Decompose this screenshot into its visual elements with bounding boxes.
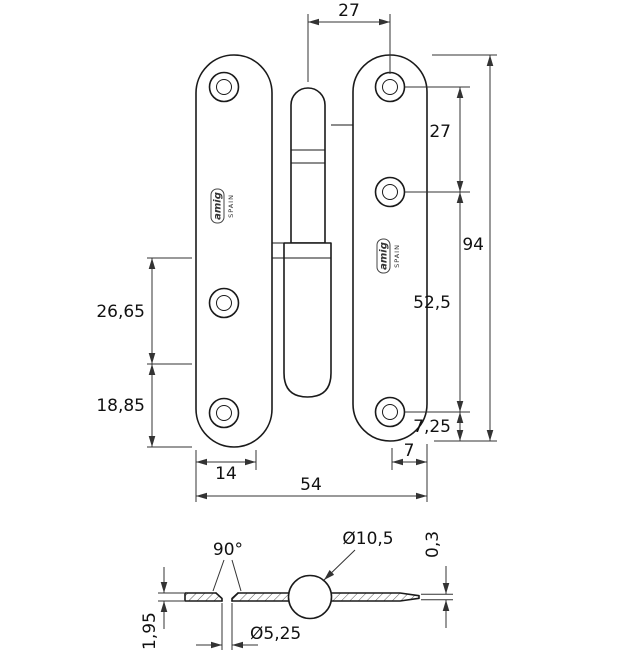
dim-label-d5-25: Ø5,25 bbox=[250, 624, 301, 644]
section-hatch-right bbox=[330, 593, 418, 601]
plate-section-outline bbox=[184, 592, 420, 602]
dim-label-1-95: 1,95 bbox=[140, 612, 160, 650]
countersink-hole-outline bbox=[215, 592, 239, 602]
left-leaf-plate bbox=[195, 54, 273, 448]
dim-countersink-angle: 90° bbox=[212, 540, 243, 592]
brand-logo-right: amig SPAIN bbox=[376, 238, 401, 274]
hinge-pin-and-barrel bbox=[272, 87, 353, 398]
dim-bottom: 14 7 54 bbox=[195, 441, 428, 502]
dim-label-0-3: 0,3 bbox=[423, 531, 443, 558]
dim-plate-thickness: 1,95 bbox=[140, 567, 184, 650]
knuckle-barrel bbox=[283, 242, 332, 398]
section-hatch-left bbox=[185, 593, 222, 601]
dim-label-7-25: 7,25 bbox=[413, 417, 451, 437]
dim-label-top-27: 27 bbox=[338, 1, 360, 21]
screw-hole bbox=[208, 287, 240, 319]
front-view: amig SPAIN amig SPAIN bbox=[195, 54, 428, 448]
screw-hole bbox=[374, 396, 406, 428]
dim-total-height-94: 94 bbox=[432, 54, 497, 442]
dim-label-14: 14 bbox=[215, 464, 237, 484]
front-dimensions: 27 27 52,5 7,25 94 26,65 bbox=[96, 1, 497, 502]
section-hatch-middle bbox=[232, 593, 290, 601]
dim-left-chain: 26,65 18,85 bbox=[96, 257, 192, 448]
screw-hole bbox=[374, 71, 406, 103]
screw-hole bbox=[374, 176, 406, 208]
dim-label-7: 7 bbox=[404, 441, 415, 461]
dim-label-94: 94 bbox=[462, 235, 484, 255]
knuckle-section-circle bbox=[287, 574, 333, 620]
section-dimensions: 90° Ø10,5 0,3 Ø5,25 1 bbox=[140, 529, 453, 650]
dim-hole-diameter: Ø5,25 bbox=[196, 603, 301, 650]
dim-label-52-5: 52,5 bbox=[413, 293, 451, 313]
hinge-pin-hatched bbox=[290, 87, 326, 244]
section-view bbox=[184, 574, 420, 620]
dim-right-chain: 27 52,5 7,25 bbox=[405, 86, 470, 441]
dim-label-54: 54 bbox=[300, 475, 322, 495]
screw-hole bbox=[208, 397, 240, 429]
brand-logo-text: amig bbox=[379, 242, 390, 270]
dim-label-90deg: 90° bbox=[213, 540, 243, 560]
brand-logo-left: amig SPAIN bbox=[210, 188, 235, 224]
dim-edge-thickness: 0,3 bbox=[421, 531, 453, 628]
brand-country-text: SPAIN bbox=[227, 194, 235, 218]
screw-hole bbox=[208, 71, 240, 103]
dim-label-right-27: 27 bbox=[429, 122, 451, 142]
brand-country-text: SPAIN bbox=[393, 244, 401, 268]
dim-label-d10-5: Ø10,5 bbox=[342, 529, 393, 549]
dim-top-27: 27 bbox=[307, 1, 391, 82]
dim-knuckle-diameter: Ø10,5 bbox=[323, 529, 394, 581]
brand-logo-text: amig bbox=[213, 192, 224, 220]
dim-label-26-65: 26,65 bbox=[96, 302, 145, 322]
dim-label-18-85: 18,85 bbox=[96, 396, 145, 416]
